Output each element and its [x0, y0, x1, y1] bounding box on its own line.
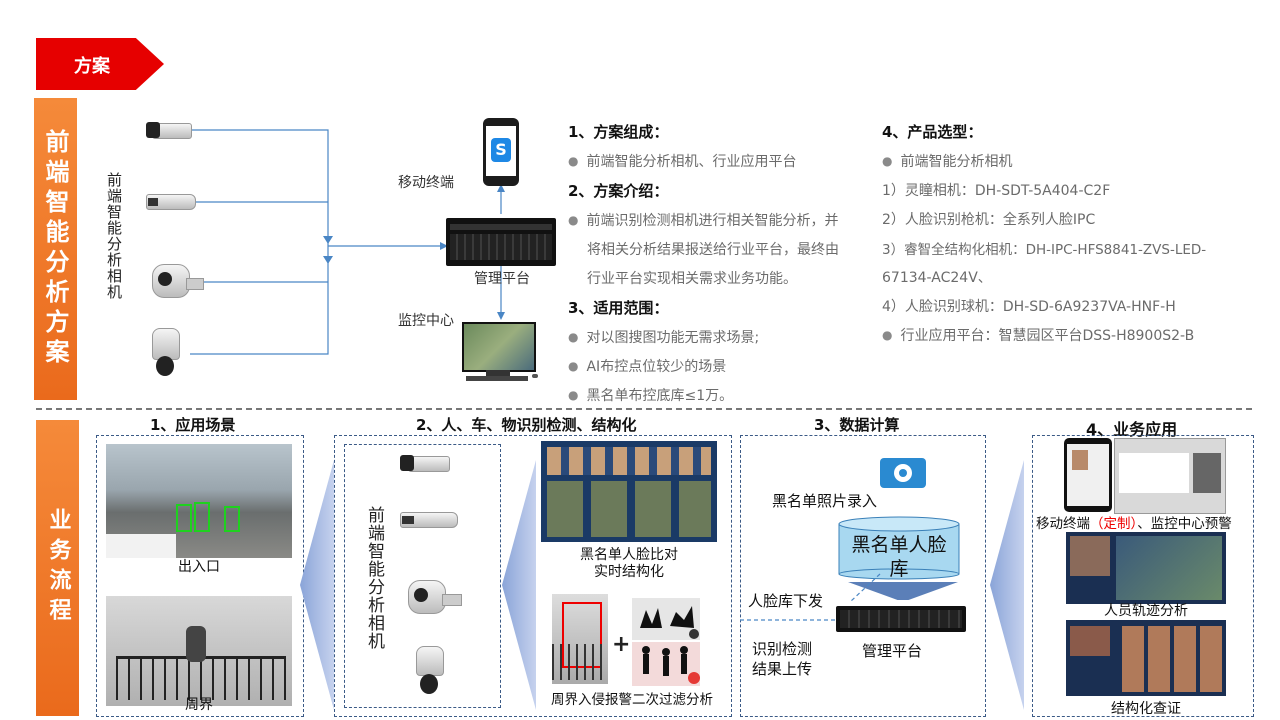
dome-camera-icon	[150, 328, 180, 380]
step3-upload-l1: 识别检测	[752, 640, 813, 658]
step4-cap1-a: 移动终端	[1036, 516, 1090, 532]
face-compare-screen	[541, 441, 717, 542]
step1-cap1: 出入口	[178, 559, 220, 575]
info-col-2: 4、产品选型： 前端智能分析相机 1）灵瞳相机：DH-SDT-5A404-C2F…	[882, 121, 1254, 345]
s4-line-2: 1）灵瞳相机：DH-SDT-5A404-C2F	[882, 183, 1111, 199]
step1-cap2: 周界	[185, 697, 213, 713]
plus-sign: +	[612, 632, 631, 657]
step3-db-l2: 库	[889, 558, 909, 580]
intrusion-photo	[552, 594, 608, 684]
s4-line-1: 前端智能分析相机	[882, 151, 1254, 171]
flow-chevron-3	[990, 460, 1024, 710]
s4-line-5: 67134-AC24V、	[882, 270, 992, 286]
step3-arrows	[740, 573, 881, 621]
mobile-label: 移动终端	[398, 175, 454, 191]
step3-upload-l2: 结果上传	[752, 660, 813, 678]
top-banner: 前端智能分析方案	[34, 98, 77, 400]
step2-cameras-panel	[344, 444, 501, 708]
mobile-terminal-icon: S	[483, 118, 519, 186]
platform-server-icon-2	[836, 606, 966, 632]
s2-line-1: 前端识别检测相机进行相关智能分析，并	[568, 210, 888, 230]
step4-cap2: 人员轨迹分析	[1104, 603, 1188, 619]
bullet-camera-icon	[146, 190, 196, 216]
step1-title: 1、应用场景	[150, 416, 236, 434]
s1-title: 1、方案组成：	[568, 123, 669, 141]
step4-panel	[1032, 435, 1254, 717]
s2-line-2: 将相关分析结果报送给行业平台，最终由	[587, 242, 839, 258]
platform-server-icon	[446, 218, 556, 266]
step4-title: 4、业务应用	[1086, 420, 1178, 439]
step3-db-l1: 黑名单人脸	[851, 534, 947, 556]
s4-line-6: 4）人脸识别球机：DH-SD-6A9237VA-HNF-H	[882, 299, 1176, 315]
step2-title: 2、人、车、物识别检测、结构化	[416, 416, 637, 434]
section-tag-label: 方案	[74, 56, 110, 77]
step2-cameras-label: 前端智能分析相机	[364, 506, 384, 650]
dome-camera-icon-2	[414, 646, 444, 698]
step2-panel	[334, 435, 732, 717]
mobile-app-icon	[1064, 438, 1112, 512]
step4-cap1: 移动终端（定制）、监控中心预警	[1036, 512, 1252, 532]
step3-title: 3、数据计算	[814, 416, 900, 434]
section-tag: 方案	[36, 38, 164, 90]
section-divider	[36, 408, 1252, 410]
step2-cap1-l2: 实时结构化	[594, 564, 664, 580]
box-camera-icon-2	[400, 454, 450, 472]
step4-cap3: 结构化查证	[1111, 701, 1181, 717]
monitor-alert-screen	[1114, 438, 1226, 514]
monitor-label: 监控中心	[398, 313, 454, 329]
top-banner-label: 前端智能分析方案	[41, 129, 69, 369]
arch-lines	[190, 129, 505, 355]
info-col-1: 1、方案组成： 前端智能分析相机、行业应用平台 2、方案介绍： 前端识别检测相机…	[568, 121, 888, 405]
animal-filter-icon	[632, 598, 700, 640]
step3-panel	[740, 435, 986, 717]
ptz-camera-icon-2	[404, 576, 462, 620]
step3-download: 人脸库下发	[748, 592, 824, 610]
s4-line-7: 行业应用平台：智慧园区平台DSS-H8900S2-B	[882, 325, 1254, 345]
s3-item-2: AI布控点位较少的场景	[568, 356, 888, 376]
entrance-photo	[106, 444, 292, 558]
structured-query-screen	[1066, 620, 1226, 696]
s3-item-3: 黑名单布控底库≤1万。	[568, 385, 888, 405]
s3-item-1: 对以图搜图功能无需求场景;	[568, 327, 888, 347]
bullet-camera-icon-2	[400, 508, 458, 532]
bottom-banner: 业务流程	[36, 420, 79, 716]
flow-chevron-1	[300, 460, 334, 710]
s4-line-3: 2）人脸识别枪机：全系列人脸IPC	[882, 212, 1096, 228]
box-camera-icon	[146, 121, 192, 139]
perimeter-photo	[106, 596, 292, 706]
trajectory-map	[1066, 532, 1226, 604]
camera-photo-icon	[880, 458, 926, 488]
step3-photo-label: 黑名单照片录入	[772, 492, 878, 510]
step4-cap1-c: 、监控中心预警	[1137, 516, 1232, 532]
s3-title: 3、适用范围：	[568, 299, 669, 317]
bottom-banner-label: 业务流程	[45, 508, 71, 628]
step3-platform: 管理平台	[862, 642, 923, 660]
cameras-label: 前端智能分析相机	[105, 172, 123, 300]
step2-cap2: 周界入侵报警二次过滤分析	[551, 692, 713, 708]
step2-cap1-l1: 黑名单人脸比对	[580, 547, 678, 563]
step4-cap1-b: （定制）	[1090, 516, 1138, 532]
s2-title: 2、方案介绍：	[568, 182, 669, 200]
ptz-camera-icon	[146, 258, 204, 304]
human-filter-icon	[632, 642, 700, 686]
monitor-center-icon	[462, 322, 538, 384]
platform-label: 管理平台	[474, 271, 530, 287]
blacklist-db	[838, 516, 960, 580]
s4-line-4: 3）睿智全结构化相机：DH-IPC-HFS8841-ZVS-LED-	[882, 242, 1207, 258]
s1-item: 前端智能分析相机、行业应用平台	[568, 151, 888, 171]
s2-line-3: 行业平台实现相关需求业务功能。	[587, 271, 797, 287]
s4-title: 4、产品选型：	[882, 123, 983, 141]
